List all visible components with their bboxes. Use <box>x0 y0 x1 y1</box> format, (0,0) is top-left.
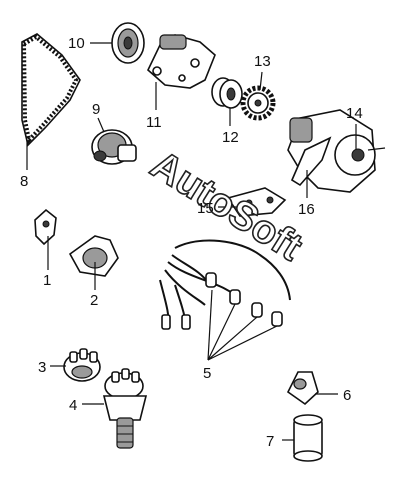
part-4-distributor <box>82 368 148 449</box>
part-13-gear <box>240 71 276 121</box>
callout-15: 15 <box>197 200 214 217</box>
callout-13: 13 <box>254 53 271 70</box>
callout-1: 1 <box>43 272 51 289</box>
part-7-filter <box>282 414 323 462</box>
part-16-bracket <box>290 136 332 198</box>
callout-8: 8 <box>20 173 28 190</box>
part-3-distributor-cap <box>50 348 101 382</box>
callout-3: 3 <box>38 359 46 376</box>
part-15-mount <box>218 187 287 217</box>
callout-16: 16 <box>298 201 315 218</box>
part-6-rotor <box>286 371 338 406</box>
part-9-pulley <box>91 117 137 165</box>
callout-10: 10 <box>68 35 85 52</box>
part-8-drive-belt <box>21 33 81 170</box>
part-2-gasket <box>68 235 119 290</box>
callout-14: 14 <box>346 105 363 122</box>
callout-7: 7 <box>266 433 274 450</box>
watermark-text: AutoSoft <box>143 142 309 269</box>
part-1-fitting <box>34 208 57 270</box>
callout-11: 11 <box>146 114 162 131</box>
callout-6: 6 <box>343 387 351 404</box>
callout-12: 12 <box>222 129 239 146</box>
part-10-pulley <box>90 22 145 64</box>
callout-5: 5 <box>203 365 211 382</box>
part-5-ignition-wires <box>159 239 291 361</box>
part-11-pump-housing <box>147 34 216 110</box>
callout-4: 4 <box>69 397 77 414</box>
callout-2: 2 <box>90 292 98 309</box>
part-12-idler <box>211 77 243 126</box>
callout-9: 9 <box>92 101 100 118</box>
